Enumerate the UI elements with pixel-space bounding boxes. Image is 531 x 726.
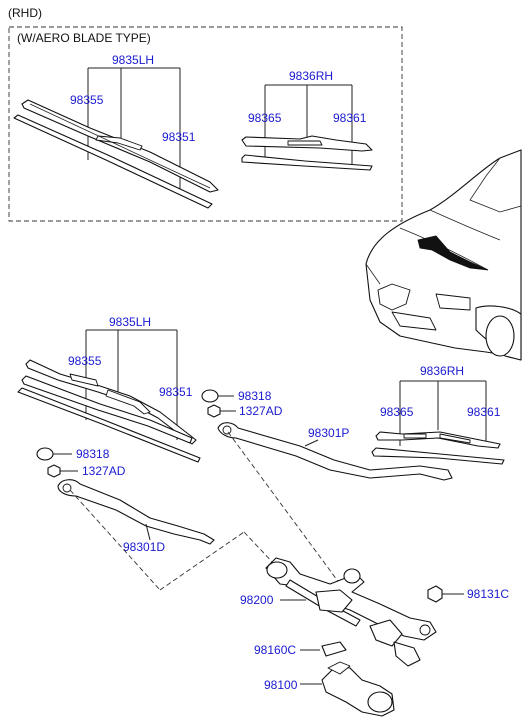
std-lh-callout-lines [85,329,178,440]
std-cap-right [201,389,234,403]
aero-lh-assembly-number[interactable]: 9835LH [112,53,154,67]
std-lh-assembly-number[interactable]: 9835LH [109,315,151,329]
std-lh-part-98355[interactable]: 98355 [68,354,102,368]
aero-lh-part-98355[interactable]: 98355 [70,93,104,107]
std-grommet-number[interactable]: 98131C [467,587,509,601]
std-arm-right [217,422,453,481]
std-arm-left [57,479,215,545]
std-cap-left-number[interactable]: 98318 [76,447,110,461]
std-arm-left-number[interactable]: 98301D [123,540,165,554]
std-rh-part-98361[interactable]: 98361 [467,405,501,419]
std-nut-right [207,404,236,418]
std-cap-left [36,447,72,461]
aero-blade-box [8,26,403,222]
std-arm-right-number[interactable]: 98301P [308,426,349,440]
std-grommet [427,585,464,603]
std-motor [300,661,395,717]
std-lh-part-98351[interactable]: 98351 [159,385,193,399]
aero-rh-part-98361[interactable]: 98361 [333,111,367,125]
std-cap-right-number[interactable]: 98318 [238,389,272,403]
std-nut-left [47,464,78,478]
aero-rh-blade [241,135,373,171]
std-nut-right-number[interactable]: 1327AD [239,404,283,418]
std-linkage-number[interactable]: 98200 [240,593,274,607]
aero-box-title: (W/AERO BLADE TYPE) [17,31,151,45]
std-rh-blade [371,431,505,465]
aero-lh-part-98351[interactable]: 98351 [162,130,196,144]
std-motor-number[interactable]: 98100 [264,678,298,692]
std-bushing-number[interactable]: 98160C [254,643,296,657]
std-rh-assembly-number[interactable]: 9836RH [420,364,464,378]
std-nut-left-number[interactable]: 1327AD [82,464,126,478]
aero-rh-part-98365[interactable]: 98365 [248,111,282,125]
std-lh-blade [17,359,201,463]
std-linkage [265,557,437,667]
aero-rh-assembly-number[interactable]: 9836RH [289,69,333,83]
std-bushing [300,641,347,657]
std-rh-callout-lines [399,380,487,446]
aero-lh-blade [13,99,219,209]
variant-label: (RHD) [8,6,42,20]
reference-dashed-lines [69,431,341,591]
std-rh-part-98365[interactable]: 98365 [380,405,414,419]
car-illustration [365,149,522,361]
